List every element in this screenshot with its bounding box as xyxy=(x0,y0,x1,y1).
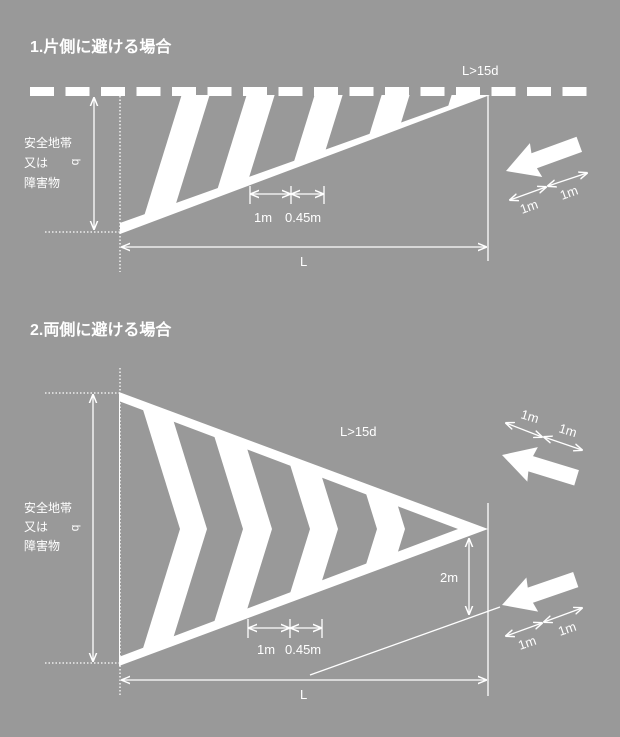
lane-dash xyxy=(101,87,125,96)
arrow-spacing-label: 1m xyxy=(558,183,580,203)
lane-boundary-dashed-line xyxy=(30,87,587,96)
lane-dash xyxy=(314,87,338,96)
arrow-dimension-1 xyxy=(510,187,546,200)
lane-dash xyxy=(456,87,480,96)
lane-dash xyxy=(243,87,267,96)
zone-label-line2: 又は xyxy=(24,156,48,170)
lane-dash xyxy=(136,87,161,96)
lower-arrow-dimension-1 xyxy=(506,623,542,636)
traffic-direction-arrow-icon xyxy=(506,136,583,177)
stripe-spacing-dimension xyxy=(249,186,325,204)
lower-arrow-spacing-label: 1m xyxy=(556,619,578,639)
lane-dash xyxy=(527,87,551,96)
stripe-spacing-dimension-2 xyxy=(247,619,323,638)
lane-dash xyxy=(420,87,445,96)
zone-label2-line2: 又は xyxy=(24,520,48,534)
lane-dash xyxy=(385,87,409,96)
width-b-label: b xyxy=(69,159,83,166)
zone-label-line3: 障害物 xyxy=(24,175,60,190)
lane-dash xyxy=(207,87,232,96)
length-L-label-2: L xyxy=(300,687,307,702)
stripe-width-label-2: 1m xyxy=(257,642,275,657)
upper-arrow-dimension-2 xyxy=(544,437,582,450)
zebra-stripe xyxy=(406,95,485,226)
lower-arrow-dimension-2 xyxy=(544,608,582,622)
chevron-gap xyxy=(120,401,180,657)
zebra-stripe xyxy=(136,95,215,226)
width-b-label-2: b xyxy=(69,525,83,532)
section2-length-rule: L>15d xyxy=(340,424,377,439)
stripe-gap-label-2: 0.45m xyxy=(285,642,321,657)
section2-title: 2.両側に避ける場合 xyxy=(30,320,172,339)
section1-length-rule: L>15d xyxy=(462,63,499,78)
traffic-direction-arrow-lower-icon xyxy=(502,572,579,612)
lower-arrow-length-label: 1m xyxy=(516,633,538,653)
traffic-direction-arrow-upper-icon xyxy=(502,447,579,486)
lane-edge-line xyxy=(309,606,501,676)
lane-dash xyxy=(491,87,516,96)
lane-dash xyxy=(172,87,196,96)
length-L-label: L xyxy=(300,254,307,269)
upper-arrow-length-label: 1m xyxy=(519,407,541,427)
zone-label2-line1: 安全地帯 xyxy=(24,500,72,515)
lane-dash xyxy=(562,87,587,96)
zone-label2-line3: 障害物 xyxy=(24,538,60,553)
section1-title: 1.片側に避ける場合 xyxy=(30,37,172,56)
lane-dash xyxy=(278,87,303,96)
stripe-gap-label: 0.45m xyxy=(285,210,321,225)
chevron-gap xyxy=(160,401,243,657)
lane-dash xyxy=(65,87,90,96)
stripe-width-label: 1m xyxy=(254,210,272,225)
diagonal-edge-line xyxy=(120,95,490,234)
zone-label-line1: 安全地帯 xyxy=(24,135,72,150)
arrow-dimension-2 xyxy=(548,173,587,186)
lane-dash xyxy=(30,87,54,96)
offset-2m-label: 2m xyxy=(440,570,458,585)
upper-arrow-spacing-label: 1m xyxy=(557,421,579,441)
lane-dash xyxy=(349,87,374,96)
upper-arrow-dimension-1 xyxy=(506,423,542,437)
zebra-stripe xyxy=(336,95,415,226)
arrow-length-label: 1m xyxy=(518,197,540,217)
